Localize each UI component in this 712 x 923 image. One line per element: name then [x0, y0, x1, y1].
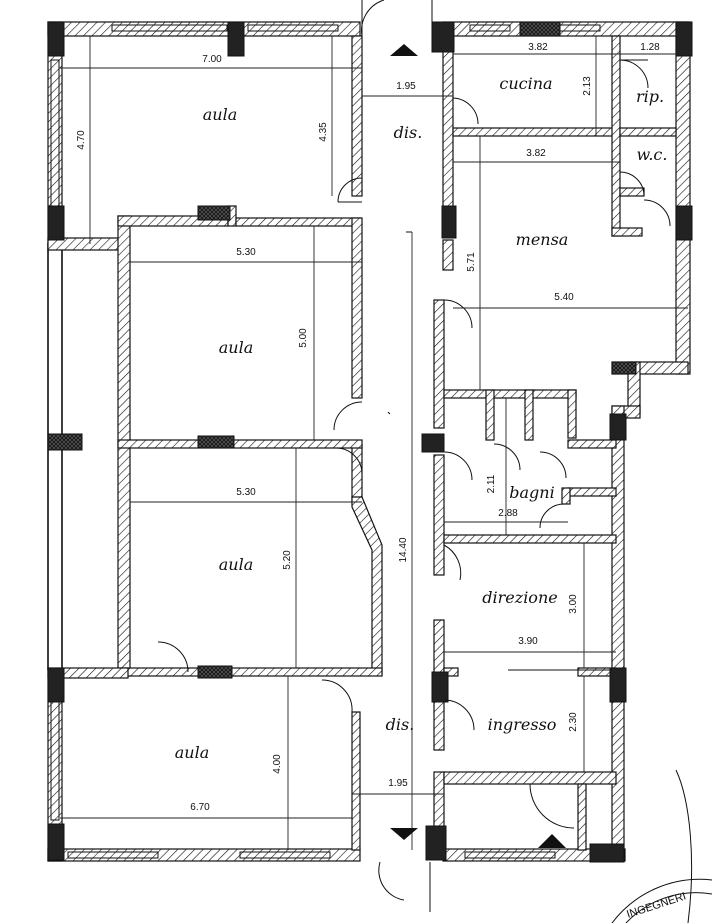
dim-aula3-width: 5.30	[236, 487, 256, 498]
room-label-cucina: cucina	[499, 74, 552, 93]
room-label-dis-top: dis.	[394, 123, 423, 142]
arrow-down-icon	[390, 828, 418, 840]
dim-cucina-depth: 2.13	[582, 76, 593, 96]
dim-rip-width: 1.28	[640, 42, 660, 53]
room-label-mensa: mensa	[516, 230, 569, 249]
dim-aula2-depth: 5.00	[298, 328, 309, 348]
dim-direzione-depth: 3.00	[568, 594, 579, 614]
dim-mensa-height: 5.71	[466, 252, 477, 272]
engineer-stamp: INGEGNERI	[611, 769, 712, 923]
dim-aula1-width: 7.00	[202, 54, 222, 65]
dim-bagni-height: 2.11	[486, 474, 497, 493]
room-label-dis-bottom: dis.	[386, 715, 415, 734]
dim-aula2-width: 5.30	[236, 247, 256, 258]
dim-mensa-top-width: 3.82	[526, 148, 546, 159]
dimension-lines	[60, 36, 688, 850]
dim-aula4-width: 6.70	[190, 802, 210, 813]
doors	[157, 0, 671, 912]
arrow-up-icon	[538, 834, 566, 848]
corridor-lines	[387, 231, 612, 671]
dim-direzione-width: 3.90	[518, 636, 538, 647]
dim-cucina-width: 3.82	[528, 42, 548, 53]
dim-ingresso-depth: 2.30	[568, 712, 579, 732]
dim-aula3-depth: 5.20	[282, 550, 293, 570]
room-label-bagni: bagni	[509, 483, 554, 502]
entrance-arrows	[390, 44, 566, 848]
room-label-aula-1: aula	[203, 105, 238, 124]
dim-corridor-length: 14.40	[398, 537, 409, 562]
room-label-rip: rip.	[636, 87, 664, 106]
dim-dis-bottom-width: 1.95	[388, 778, 408, 789]
dim-mensa-width: 5.40	[554, 292, 574, 303]
room-label-aula-4: aula	[175, 743, 210, 762]
room-labels: aula dis. cucina rip. w.c. mensa aula au…	[175, 74, 668, 762]
dimension-labels: 7.00 4.70 4.35 1.95 3.82 2.13 1.28 3.82 …	[76, 42, 660, 813]
dim-bagni-width: 2.88	[498, 508, 518, 519]
interior-walls	[47, 35, 677, 853]
room-label-direzione: direzione	[482, 588, 557, 607]
dim-aula1-depth: 4.70	[76, 130, 87, 150]
dim-aula4-depth: 4.00	[272, 754, 283, 774]
stamp-text: INGEGNERI	[625, 890, 687, 920]
room-label-wc: w.c.	[637, 145, 668, 164]
dim-aula1-depth-inner: 4.35	[318, 122, 329, 142]
room-label-aula-3: aula	[219, 555, 254, 574]
dim-dis-top-width: 1.95	[396, 81, 416, 92]
room-label-ingresso: ingresso	[488, 715, 557, 734]
room-label-aula-2: aula	[219, 338, 254, 357]
pillars	[47, 21, 693, 863]
arrow-up-icon	[390, 44, 418, 56]
